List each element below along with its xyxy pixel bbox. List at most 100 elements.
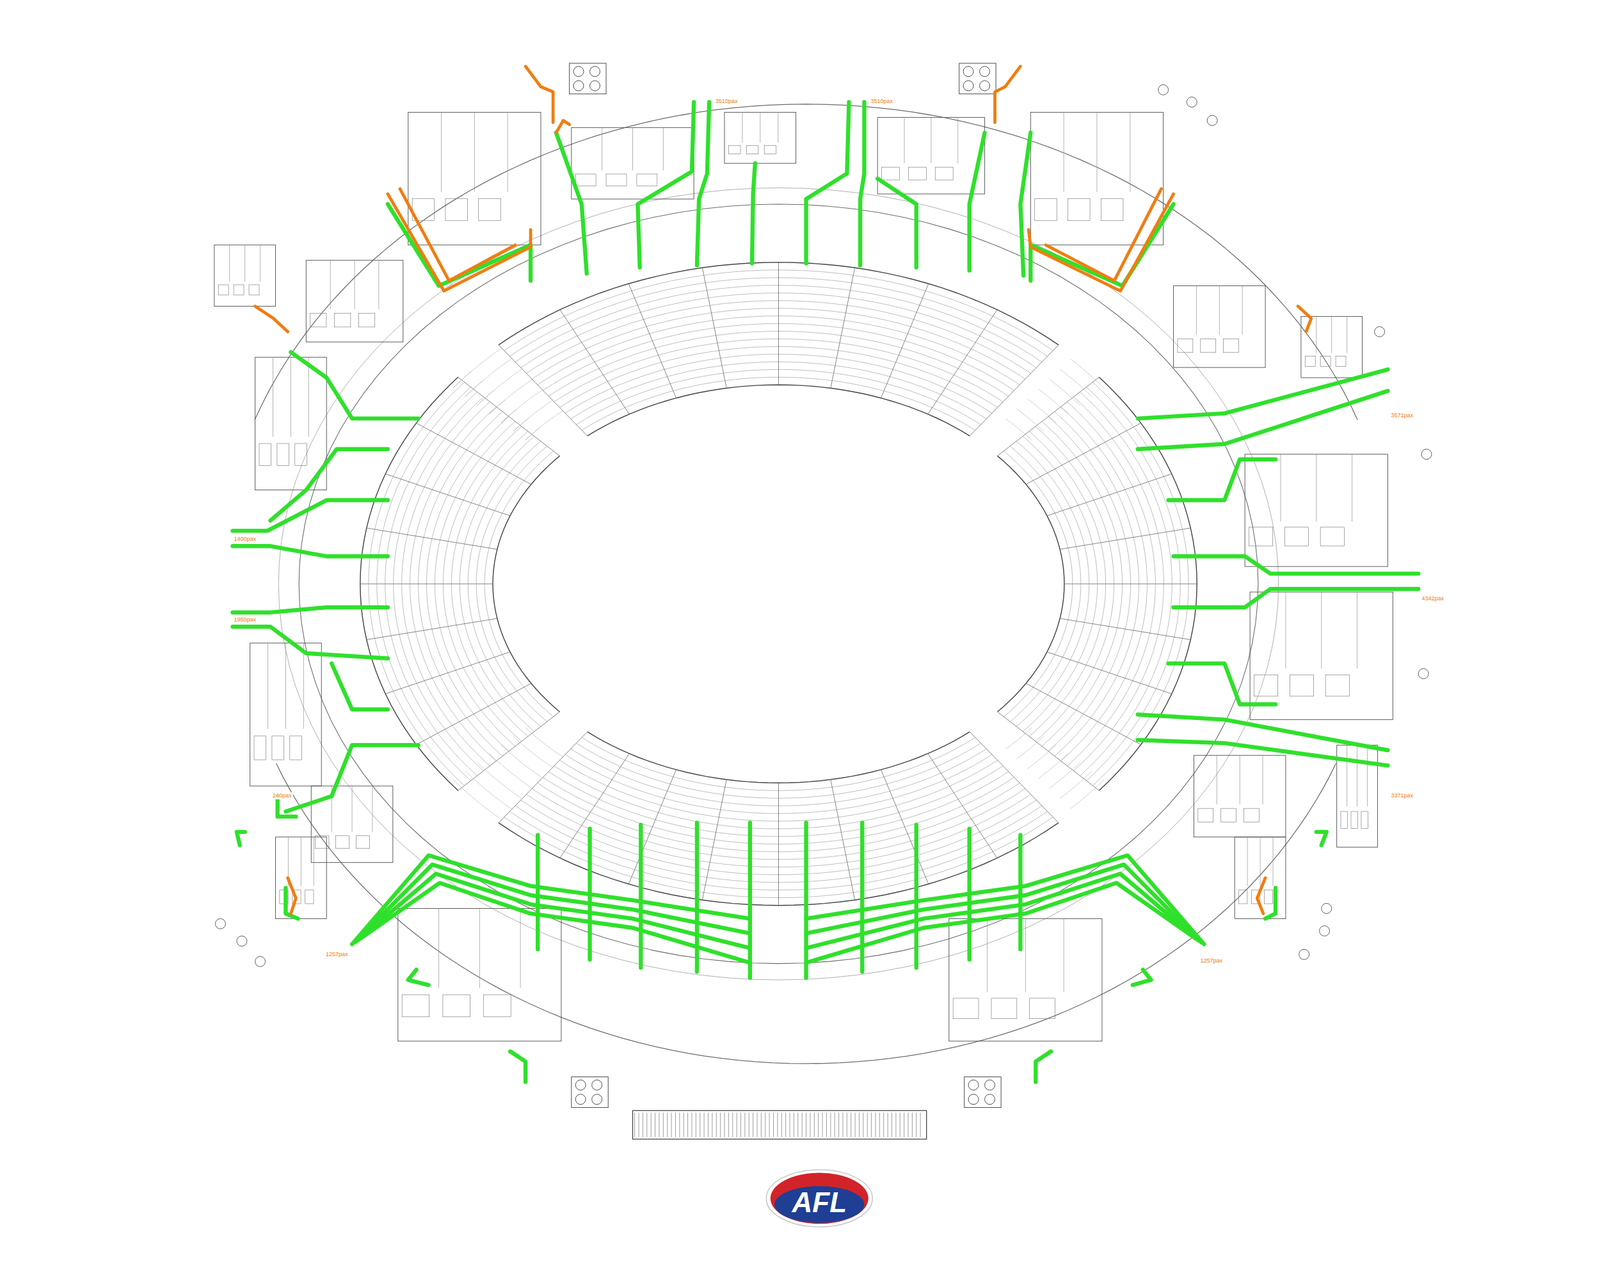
capacity-label: 3571pax	[1390, 412, 1416, 420]
stair-tread	[915, 1112, 917, 1137]
aisle	[628, 769, 676, 885]
stair-tread	[744, 1112, 745, 1137]
stair-tread	[740, 1112, 742, 1137]
seat-row	[513, 400, 554, 432]
seat-row	[501, 408, 518, 424]
seat-row	[1027, 744, 1056, 769]
tree	[1207, 115, 1218, 126]
capacity-label: 3510pax	[869, 97, 895, 105]
egress-route	[232, 499, 388, 531]
stair-tread	[842, 1112, 843, 1137]
seat-row	[488, 753, 533, 789]
aisle	[416, 683, 532, 745]
stair-tread	[683, 1112, 685, 1137]
egress-route	[806, 873, 1199, 948]
seat-row	[513, 417, 529, 432]
stair-tread	[887, 1112, 889, 1137]
stair-tread	[679, 1112, 680, 1137]
egress-route	[969, 132, 985, 271]
stair-tread	[671, 1112, 672, 1137]
building-block	[214, 245, 276, 307]
building-block	[1244, 454, 1388, 567]
aisle	[1047, 652, 1172, 694]
secondary-route	[1045, 188, 1161, 281]
stair-tread	[666, 1112, 668, 1137]
seat-row	[484, 451, 553, 717]
egress-route	[236, 832, 246, 846]
egress-route	[232, 626, 388, 658]
seat-row	[501, 389, 543, 424]
stair-tread	[720, 1112, 721, 1137]
seat-row	[453, 371, 472, 389]
egress-route	[354, 864, 751, 943]
building-block	[724, 112, 797, 164]
capacity-label: 3510pax	[714, 97, 740, 105]
egress-route	[1265, 888, 1276, 920]
building-block	[1173, 286, 1266, 368]
aisle	[1059, 618, 1191, 640]
stair-tread	[760, 1112, 762, 1137]
stair-tread	[687, 1112, 688, 1137]
egress-route	[1173, 588, 1419, 608]
seat-row	[1016, 408, 1045, 432]
seat-row	[1027, 398, 1056, 423]
secondary-route	[1256, 878, 1266, 914]
seat-row	[1059, 369, 1092, 397]
egress-route	[352, 855, 751, 945]
outer-wall	[276, 763, 1337, 1064]
egress-route	[1018, 835, 1023, 950]
aisle	[830, 779, 856, 900]
tree	[1299, 949, 1310, 960]
stair-tread	[883, 1112, 884, 1137]
aisle	[458, 376, 560, 456]
building-block	[255, 357, 328, 490]
seat-row	[1038, 753, 1068, 779]
aisle	[416, 423, 532, 485]
stair-tread	[785, 1112, 786, 1137]
stair-tread	[817, 1112, 819, 1137]
aisle	[385, 473, 511, 516]
aisle	[1059, 528, 1191, 550]
egress-route	[1132, 969, 1152, 985]
seat-row	[1070, 779, 1104, 809]
capacity-label: 1950pax	[232, 616, 258, 624]
aisle	[881, 769, 929, 885]
stair-tread	[776, 1112, 778, 1137]
egress-route	[803, 822, 808, 978]
aisle	[385, 652, 511, 694]
egress-route	[1137, 391, 1389, 450]
seat-row	[525, 727, 564, 758]
stair	[632, 1110, 927, 1140]
stair-tread	[899, 1112, 901, 1137]
stair-tread	[691, 1112, 692, 1137]
egress-route	[967, 828, 971, 960]
aisle	[366, 618, 498, 640]
stair-tread	[707, 1112, 709, 1137]
egress-route	[232, 545, 388, 557]
stair-tread	[891, 1112, 893, 1137]
stair-tread	[642, 1112, 644, 1137]
capacity-label: 1400pax	[232, 535, 258, 543]
aisle	[560, 309, 630, 415]
stair-tread	[752, 1112, 754, 1137]
stair-tread	[764, 1112, 766, 1137]
building-block	[949, 918, 1103, 1041]
stair-tread	[704, 1112, 705, 1137]
building-block	[408, 112, 541, 245]
stair-tread	[858, 1112, 860, 1137]
stair-tread	[809, 1112, 811, 1137]
aisle	[702, 779, 727, 900]
capacity-label: 4342pax	[1420, 595, 1446, 603]
seat-row	[587, 384, 970, 436]
building-block	[571, 127, 694, 200]
seat-row	[581, 376, 976, 431]
seat-row	[465, 358, 513, 397]
plant-unit	[959, 63, 996, 95]
stair-tread	[801, 1112, 803, 1137]
stair-tread	[846, 1112, 848, 1137]
egress-route	[270, 449, 388, 521]
seat-row	[1016, 736, 1045, 759]
stair-tread	[834, 1112, 836, 1137]
stair-tread	[654, 1112, 656, 1137]
egress-route	[1168, 459, 1276, 501]
